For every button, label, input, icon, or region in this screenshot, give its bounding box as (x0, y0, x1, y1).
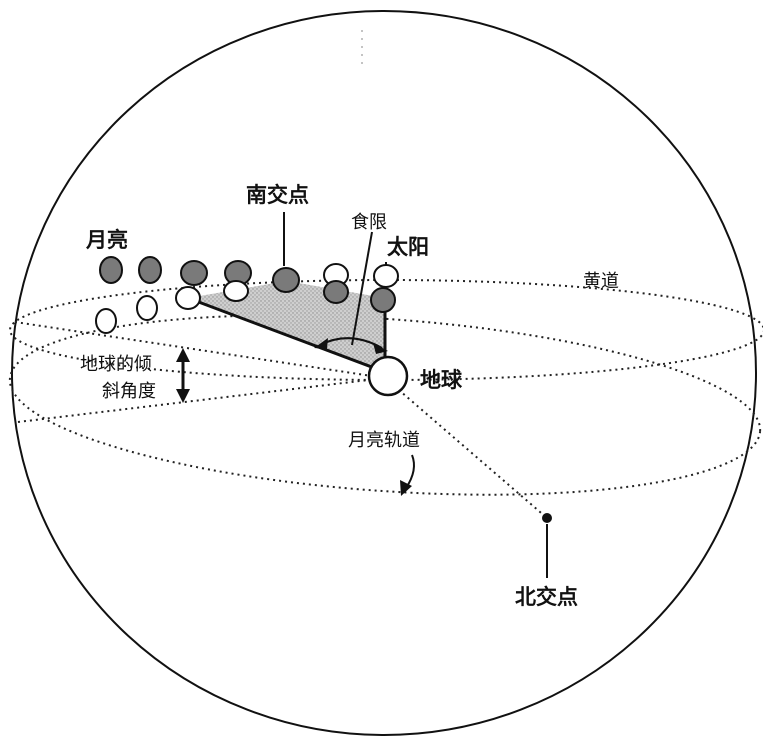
moon-dark (99, 256, 123, 284)
moon-orbit-label: 月亮轨道 (348, 430, 420, 451)
eclipse-limit-leader (351, 231, 373, 346)
north-node-label: 北交点 (515, 585, 578, 609)
moon-dark (180, 260, 208, 286)
moon-dark (272, 267, 300, 293)
moon-dark (370, 287, 396, 313)
south-node-label: 南交点 (246, 183, 309, 207)
moon-light (136, 295, 158, 321)
ecliptic-axis-line (17, 377, 386, 423)
moon-label: 月亮 (85, 228, 128, 252)
earth-circle (367, 355, 409, 397)
ecliptic-label: 黄道 (583, 271, 619, 292)
tilt-arrow-down (176, 389, 190, 403)
eclipse-edge-line (187, 296, 386, 374)
north-node-dot (542, 513, 552, 523)
arc-arrowhead-right (373, 343, 388, 354)
earth-label: 地球 (420, 368, 463, 392)
moon-orbit-ellipse (8, 314, 762, 496)
orbit-axis-line (14, 321, 386, 379)
moon-orbit-arrow (405, 454, 415, 489)
moon-orbit-arrowhead (400, 480, 412, 496)
moon-dark (323, 280, 349, 304)
moon-light (223, 280, 249, 302)
moon-light (95, 308, 117, 334)
sun-label: 太阳 (387, 235, 429, 259)
tilt-label-line2: 斜角度 (102, 381, 156, 402)
arc-arrowhead-left (314, 338, 328, 349)
tilt-arrow-up (176, 348, 190, 362)
moon-dark (138, 256, 162, 284)
tilt-label-line1: 地球的倾 (80, 354, 152, 375)
moon-light (175, 286, 201, 310)
sun-circle (373, 264, 399, 288)
eclipse-limit-label: 食限 (351, 212, 387, 233)
